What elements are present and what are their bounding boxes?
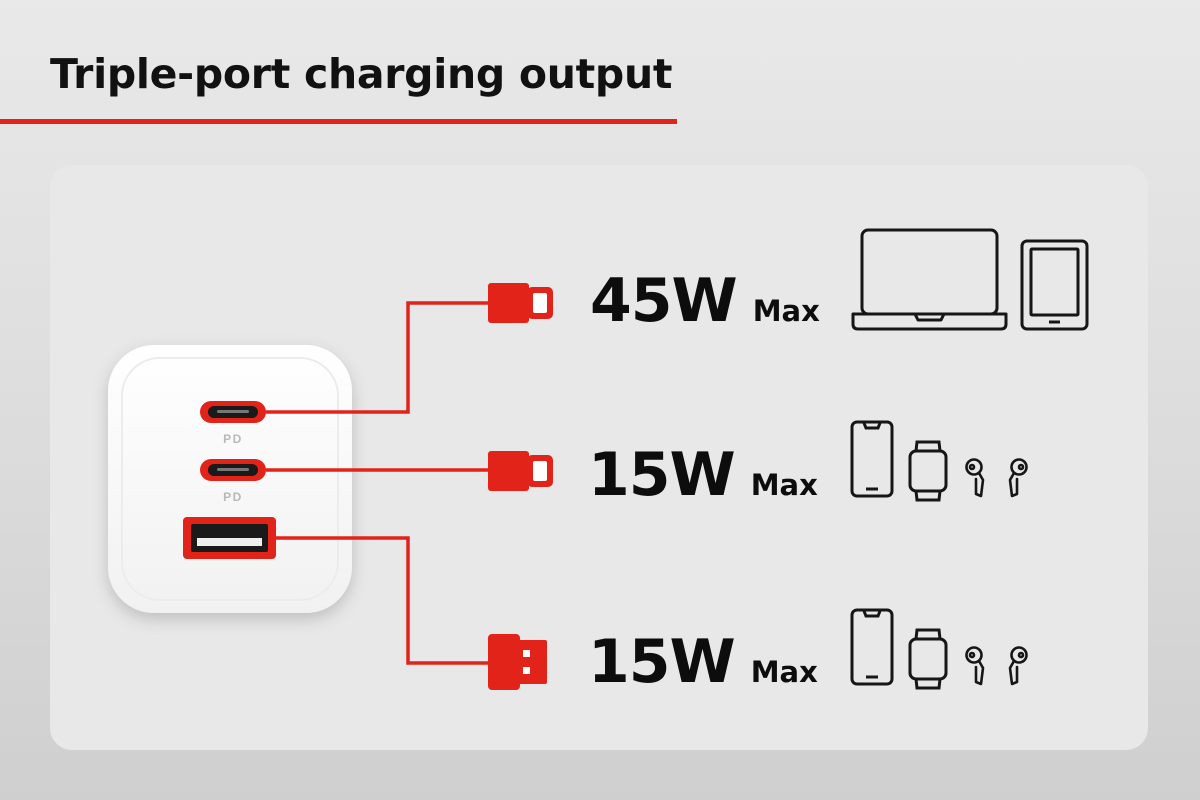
cables	[266, 301, 492, 665]
output-1-wattage: 45W Max	[590, 266, 820, 336]
output-2-watts: 15W	[588, 440, 736, 510]
output-2-wattage: 15W Max	[588, 440, 818, 510]
usb-a-port	[183, 517, 276, 559]
usb-c-port-1	[200, 401, 266, 423]
cable-3	[276, 536, 492, 665]
laptop-icon	[851, 228, 1008, 331]
usb-c-port-2	[200, 459, 266, 481]
port-2-label: PD	[223, 490, 243, 504]
usb-c-connector-2	[488, 451, 553, 491]
port-1-label: PD	[223, 432, 243, 446]
output-3-watts: 15W	[588, 627, 736, 697]
phone-icon	[850, 608, 894, 686]
phone-icon	[850, 420, 894, 498]
title-underline	[0, 119, 677, 124]
output-1-watts: 45W	[590, 266, 738, 336]
output-1-max-label: Max	[752, 294, 820, 328]
usb-a-connector	[488, 634, 547, 690]
earbuds-icon	[965, 458, 1028, 498]
smartwatch-icon	[908, 440, 948, 502]
earbuds-icon	[965, 646, 1028, 686]
cable-1	[266, 301, 492, 414]
usb-c-connector-1	[488, 283, 553, 323]
output-2-max-label: Max	[750, 468, 818, 502]
output-3-max-label: Max	[750, 655, 818, 689]
charger: PD PD	[108, 345, 352, 613]
tablet-icon	[1020, 239, 1089, 331]
page-title: Triple-port charging output	[50, 50, 673, 98]
output-3-wattage: 15W Max	[588, 627, 818, 697]
smartwatch-icon	[908, 628, 948, 690]
